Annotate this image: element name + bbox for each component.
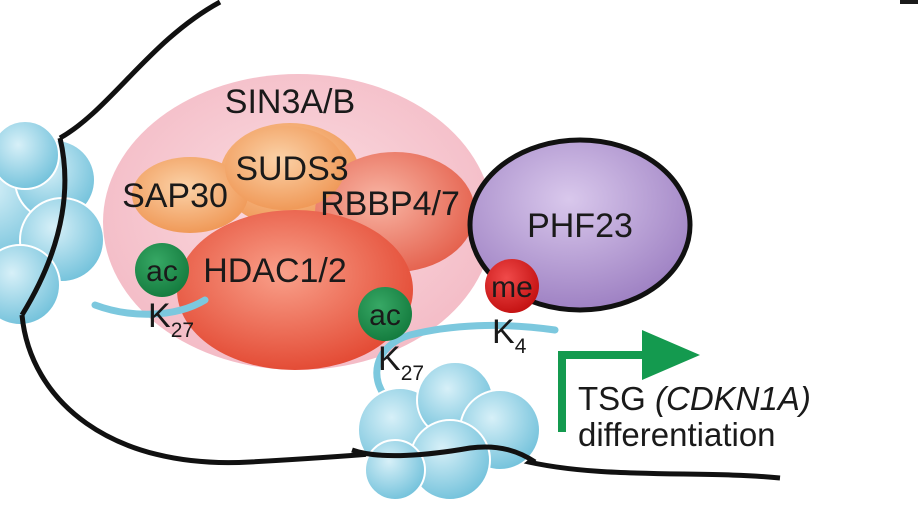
tss-arrow [558,330,700,432]
residue-left-position: 27 [171,319,194,342]
label-rbbp: RBBP4/7 [320,185,460,223]
hdac-blob [177,210,413,370]
residue-mid-position: 27 [401,362,424,385]
target-outcome: differentiation [578,416,776,453]
ac-mark-left [135,243,189,297]
dna-wrap-left [19,137,68,317]
residue-mid-letter: K [378,340,401,378]
residue-mid: K27 [378,340,424,385]
residue-left-letter: K [148,297,171,335]
label-sin3: SIN3A/B [225,83,355,121]
dna-strand-bottom-left [19,314,396,466]
label-hdac: HDAC1/2 [203,252,347,290]
dna-strand-top [58,0,222,141]
label-sap30: SAP30 [122,177,228,215]
residue-me: K4 [492,313,527,358]
me-mark [485,259,539,313]
suds3-blob [225,126,345,210]
ac-mark-mid [358,287,412,341]
sap30-blob [132,157,248,233]
left-nucleosome [0,120,105,326]
label-phf23: PHF23 [527,207,633,245]
ac-left-label: ac [146,255,178,288]
dna-wrap-bottom [351,444,537,465]
residue-me-letter: K [492,313,515,351]
residue-me-position: 4 [515,335,527,358]
label-suds3: SUDS3 [235,150,348,188]
target-gene-name: (CDKN1A) [655,380,811,417]
target-gene: TSG (CDKN1A) [578,380,811,417]
residue-left: K27 [148,297,194,342]
histone-tail-mid [373,321,559,409]
me-label: me [491,271,533,304]
histone-tail-left [91,296,209,318]
target-gene-prefix: TSG [578,380,655,417]
bottom-nucleosome [357,361,541,501]
ac-mid-label: ac [369,299,401,332]
corner-tick [900,0,918,4]
